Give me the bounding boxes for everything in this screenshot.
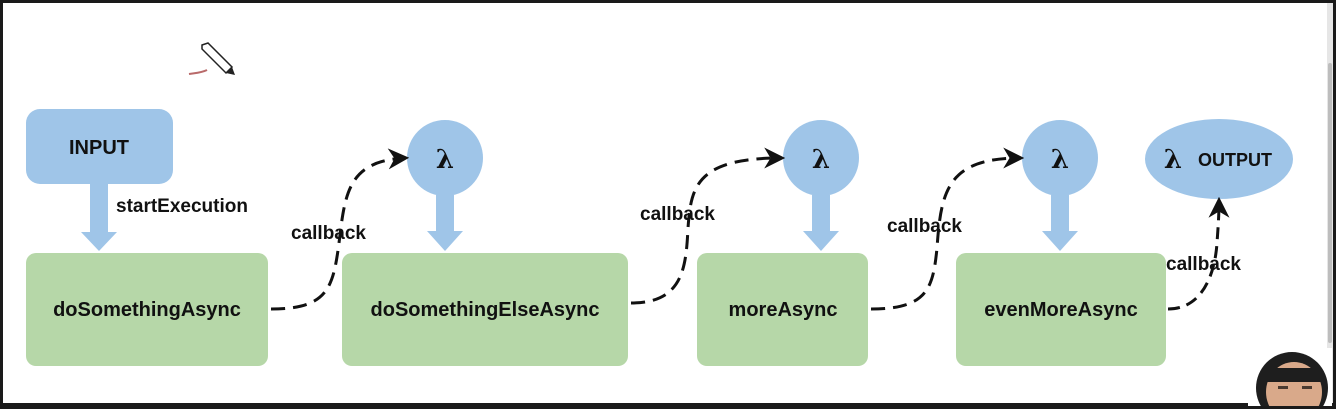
flow-diagram: INPUT startExecution doSomethingAsync do… [26,42,1293,366]
arrow-lambda3-to-step4 [1042,195,1078,251]
start-execution-label: startExecution [116,196,248,217]
callback-arrow-4 [1167,196,1230,311]
arrow-lambda2-to-step3 [803,195,839,251]
lambda-icon: λ [436,145,454,175]
slide-canvas: INPUT startExecution doSomethingAsync do… [3,3,1327,403]
step-even-more-async: evenMoreAsync [956,253,1166,366]
output-label: OUTPUT [1198,150,1272,170]
step-label: moreAsync [729,299,838,321]
output-node: λ OUTPUT [1145,119,1293,199]
lambda-node-3: λ [1022,120,1098,196]
step-do-something-else-async: doSomethingElseAsync [342,253,628,366]
scrollbar-thumb[interactable] [1328,63,1332,343]
arrow-lambda1-to-step2 [427,195,463,251]
presenter-webcam-thumbnail [1248,348,1332,406]
input-label: INPUT [69,137,129,159]
arrow-input-to-step1 [81,184,117,251]
step-label: doSomethingElseAsync [371,299,600,321]
lambda-icon: λ [812,145,830,175]
lambda-icon: λ [1164,145,1182,175]
step-do-something-async: doSomethingAsync [26,253,268,366]
pencil-cursor-icon [188,42,235,75]
callback-arrow-3 [870,147,1025,311]
callback-label: callback [640,204,715,225]
callback-arrow-2 [630,147,786,305]
lambda-node-1: λ [407,120,483,196]
step-label: doSomethingAsync [53,299,241,321]
callback-label: callback [1166,254,1241,275]
lambda-node-2: λ [783,120,859,196]
step-more-async: moreAsync [697,253,868,366]
step-label: evenMoreAsync [984,299,1137,321]
callback-label: callback [887,216,962,237]
callback-label: callback [291,223,366,244]
lambda-icon: λ [1051,145,1069,175]
input-node: INPUT [26,109,173,184]
vertical-scrollbar[interactable] [1327,3,1333,403]
